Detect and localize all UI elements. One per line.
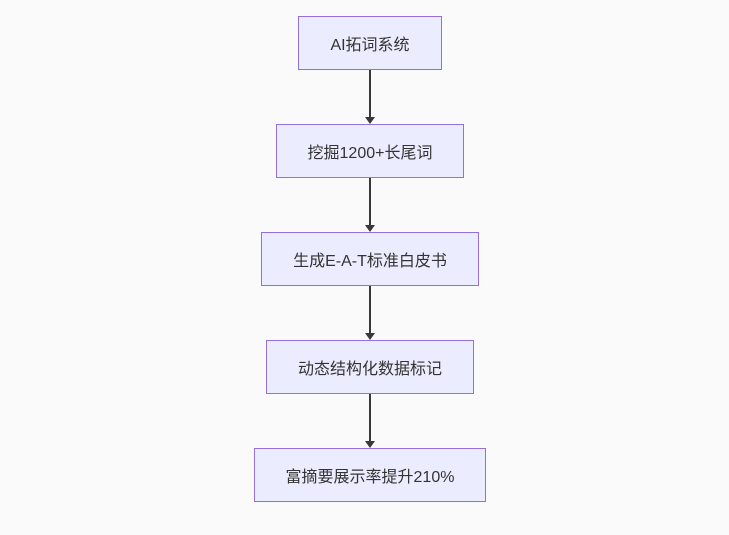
flow-node-rich-snippet-rate: 富摘要展示率提升210% — [253, 448, 487, 502]
arrow-head-icon — [365, 117, 375, 124]
flow-node-ai-word-system: AI拓词系统 — [298, 16, 442, 70]
flow-arrow — [365, 286, 375, 340]
flow-node-eat-whitepaper: 生成E-A-T标准白皮书 — [261, 232, 479, 286]
node-label: 富摘要展示率提升210% — [285, 469, 455, 486]
flow-arrow — [365, 178, 375, 232]
node-label: 动态结构化数据标记 — [297, 361, 442, 378]
flow-arrow — [365, 70, 375, 124]
node-label: AI拓词系统 — [330, 37, 410, 54]
arrow-head-icon — [365, 441, 375, 448]
arrow-line — [369, 178, 371, 225]
arrow-line — [369, 286, 371, 333]
arrow-line — [369, 70, 371, 117]
node-label: 生成E-A-T标准白皮书 — [293, 253, 447, 270]
arrow-head-icon — [365, 333, 375, 340]
arrow-head-icon — [365, 225, 375, 232]
flow-node-structured-data: 动态结构化数据标记 — [265, 340, 474, 394]
arrow-line — [369, 394, 371, 441]
flow-node-longtail-mining: 挖掘1200+长尾词 — [275, 124, 465, 178]
flowchart: AI拓词系统 挖掘1200+长尾词 生成E-A-T标准白皮书 动态结构化数据标记 — [170, 16, 570, 502]
flow-arrow — [365, 394, 375, 448]
node-label: 挖掘1200+长尾词 — [307, 145, 433, 162]
